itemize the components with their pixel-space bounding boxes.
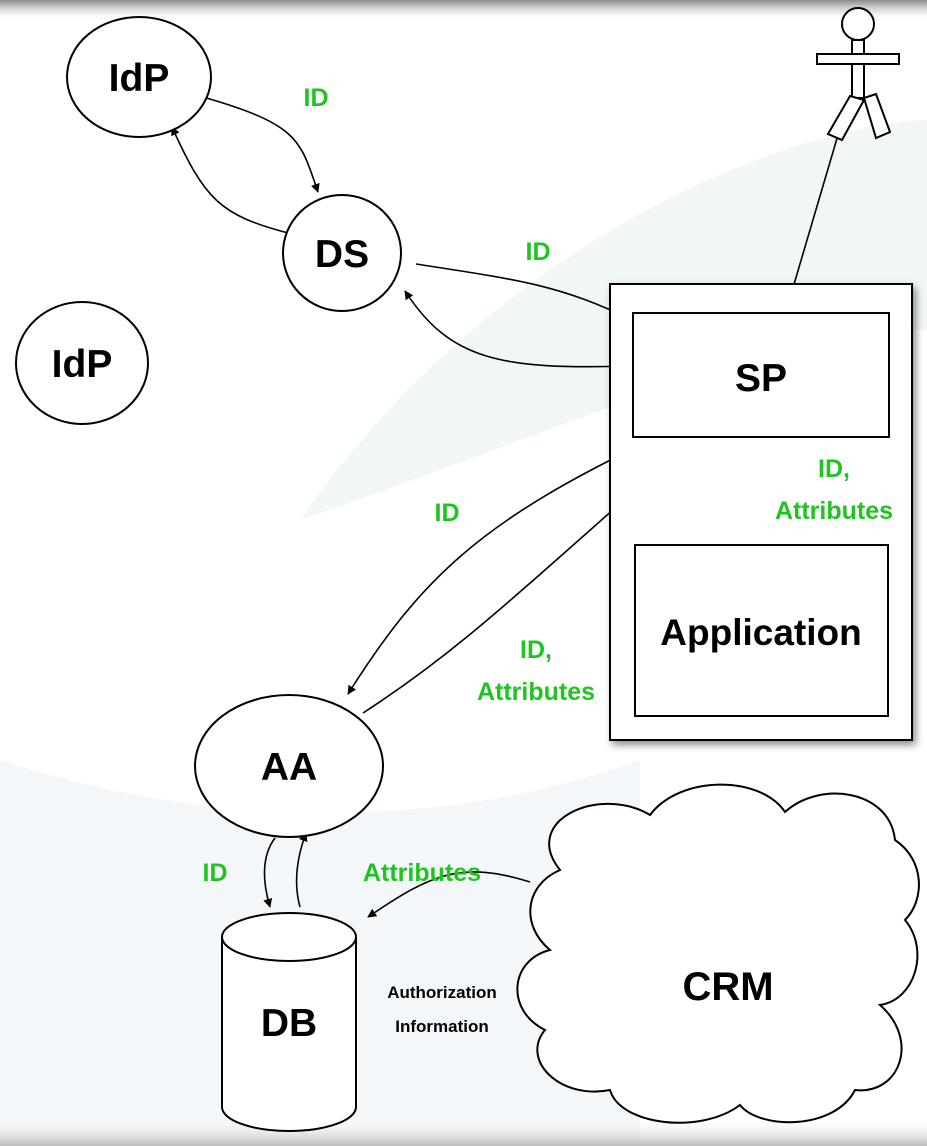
label-ds-to-sp: ID bbox=[526, 238, 551, 266]
edge-db-to-aa bbox=[295, 832, 308, 908]
label-sp-to-app-line2: Attributes bbox=[775, 497, 893, 525]
node-idp-left: IdP bbox=[15, 301, 149, 425]
label-aa-to-sp-line2: Attributes bbox=[477, 678, 595, 706]
edge-idp-to-ds bbox=[202, 96, 320, 193]
edge-aa-to-db bbox=[263, 837, 276, 908]
label-sp-to-app-line1: ID, bbox=[818, 455, 850, 483]
edge-ds-to-sp bbox=[415, 263, 633, 321]
label-crm-to-db-line1: Authorization bbox=[387, 983, 497, 1002]
label-db-to-aa: Attributes bbox=[363, 859, 481, 887]
node-db: DB bbox=[221, 912, 357, 1132]
idp-top-label: IdP bbox=[109, 57, 170, 100]
node-ds: DS bbox=[282, 194, 402, 312]
node-application: Application bbox=[634, 544, 889, 717]
application-label: Application bbox=[660, 612, 861, 653]
aa-label: AA bbox=[261, 746, 317, 789]
edge-user-to-sp bbox=[784, 134, 839, 309]
db-label: DB bbox=[261, 1002, 317, 1045]
node-idp-top: IdP bbox=[66, 16, 212, 138]
node-aa: AA bbox=[194, 694, 384, 838]
label-crm-to-db-line2: Information bbox=[395, 1017, 489, 1036]
database-cylinder-icon bbox=[221, 912, 357, 1132]
label-aa-to-db: ID bbox=[203, 859, 228, 887]
edge-labels: ID ID ID ID, Attributes ID, Attributes I… bbox=[203, 84, 894, 1036]
label-aa-to-sp-line1: ID, bbox=[520, 636, 552, 664]
edge-ds-to-idp bbox=[171, 126, 289, 234]
edge-sp-to-aa bbox=[347, 436, 659, 695]
label-idp-to-ds: ID bbox=[304, 84, 329, 112]
node-sp: SP bbox=[632, 312, 890, 438]
cloud-icon bbox=[516, 783, 920, 1124]
crm-label: CRM bbox=[682, 965, 773, 1009]
label-sp-to-aa: ID bbox=[435, 499, 460, 527]
ds-label: DS bbox=[315, 233, 369, 276]
user-stick-figure-icon bbox=[816, 7, 900, 142]
edge-sp-to-ds bbox=[404, 290, 633, 368]
sp-label: SP bbox=[735, 357, 787, 400]
edge-crm-to-db bbox=[367, 871, 531, 918]
node-crm: CRM bbox=[516, 783, 920, 1124]
idp-left-label: IdP bbox=[52, 343, 113, 386]
